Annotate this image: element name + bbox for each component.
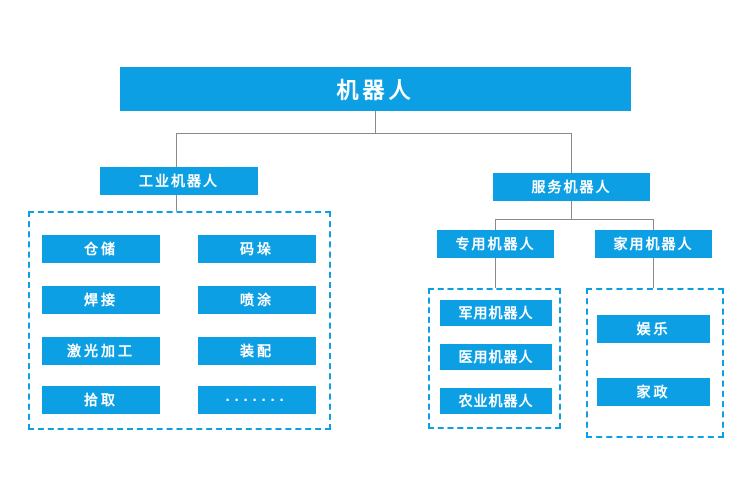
node-special-item-0[interactable]: 军用机器人 — [440, 300, 552, 326]
node-industrial-item-5-label: 装配 — [240, 343, 274, 359]
connector-level2-bus — [176, 133, 572, 134]
connector-to-home-robot — [653, 219, 654, 230]
node-special-item-1-label: 医用机器人 — [458, 349, 534, 365]
node-home-robot-label: 家用机器人 — [613, 236, 694, 252]
connector-service-down — [571, 201, 572, 219]
node-home-item-1[interactable]: 家政 — [597, 378, 710, 406]
connector-to-special-robot — [495, 219, 496, 230]
group-home-robot-types — [586, 288, 724, 438]
connector-industrial-down — [176, 195, 177, 211]
connector-root-down — [375, 111, 376, 133]
node-industrial-robot[interactable]: 工业机器人 — [100, 167, 258, 195]
node-home-robot[interactable]: 家用机器人 — [595, 230, 712, 258]
node-home-item-0[interactable]: 娱乐 — [597, 315, 710, 343]
node-industrial-item-7-label: ······· — [225, 391, 289, 409]
node-industrial-item-6[interactable]: 拾取 — [42, 386, 160, 414]
node-industrial-item-1-label: 码垛 — [240, 241, 274, 257]
group-special-robot-types — [428, 288, 561, 429]
node-special-item-2-label: 农业机器人 — [458, 393, 534, 409]
node-robot-root[interactable]: 机器人 — [120, 67, 631, 111]
connector-to-service — [571, 133, 572, 173]
node-industrial-item-6-label: 拾取 — [84, 392, 118, 408]
node-robot-root-label: 机器人 — [336, 78, 415, 103]
node-service-robot-label: 服务机器人 — [531, 179, 612, 195]
node-industrial-item-4[interactable]: 激光加工 — [42, 337, 160, 365]
node-special-item-2[interactable]: 农业机器人 — [440, 388, 552, 414]
connector-special-down — [495, 258, 496, 288]
connector-to-industrial — [176, 133, 177, 167]
node-industrial-item-5[interactable]: 装配 — [198, 337, 316, 365]
group-industrial-applications — [28, 211, 331, 430]
node-industrial-item-0-label: 仓储 — [84, 241, 118, 257]
node-special-robot[interactable]: 专用机器人 — [437, 230, 554, 258]
node-industrial-robot-label: 工业机器人 — [139, 173, 219, 189]
node-industrial-item-4-label: 激光加工 — [67, 343, 135, 359]
node-industrial-item-7[interactable]: ······· — [198, 386, 316, 414]
node-special-item-0-label: 军用机器人 — [458, 305, 534, 321]
connector-home-down — [653, 258, 654, 288]
node-service-robot[interactable]: 服务机器人 — [493, 173, 650, 201]
node-industrial-item-0[interactable]: 仓储 — [42, 235, 160, 263]
node-home-item-0-label: 娱乐 — [636, 321, 671, 337]
node-special-robot-label: 专用机器人 — [455, 236, 536, 252]
node-industrial-item-1[interactable]: 码垛 — [198, 235, 316, 263]
node-industrial-item-2[interactable]: 焊接 — [42, 286, 160, 314]
connector-level3-bus — [495, 219, 654, 220]
node-industrial-item-3-label: 喷涂 — [240, 292, 274, 308]
node-special-item-1[interactable]: 医用机器人 — [440, 344, 552, 370]
node-industrial-item-3[interactable]: 喷涂 — [198, 286, 316, 314]
node-industrial-item-2-label: 焊接 — [84, 292, 118, 308]
node-home-item-1-label: 家政 — [636, 384, 671, 400]
